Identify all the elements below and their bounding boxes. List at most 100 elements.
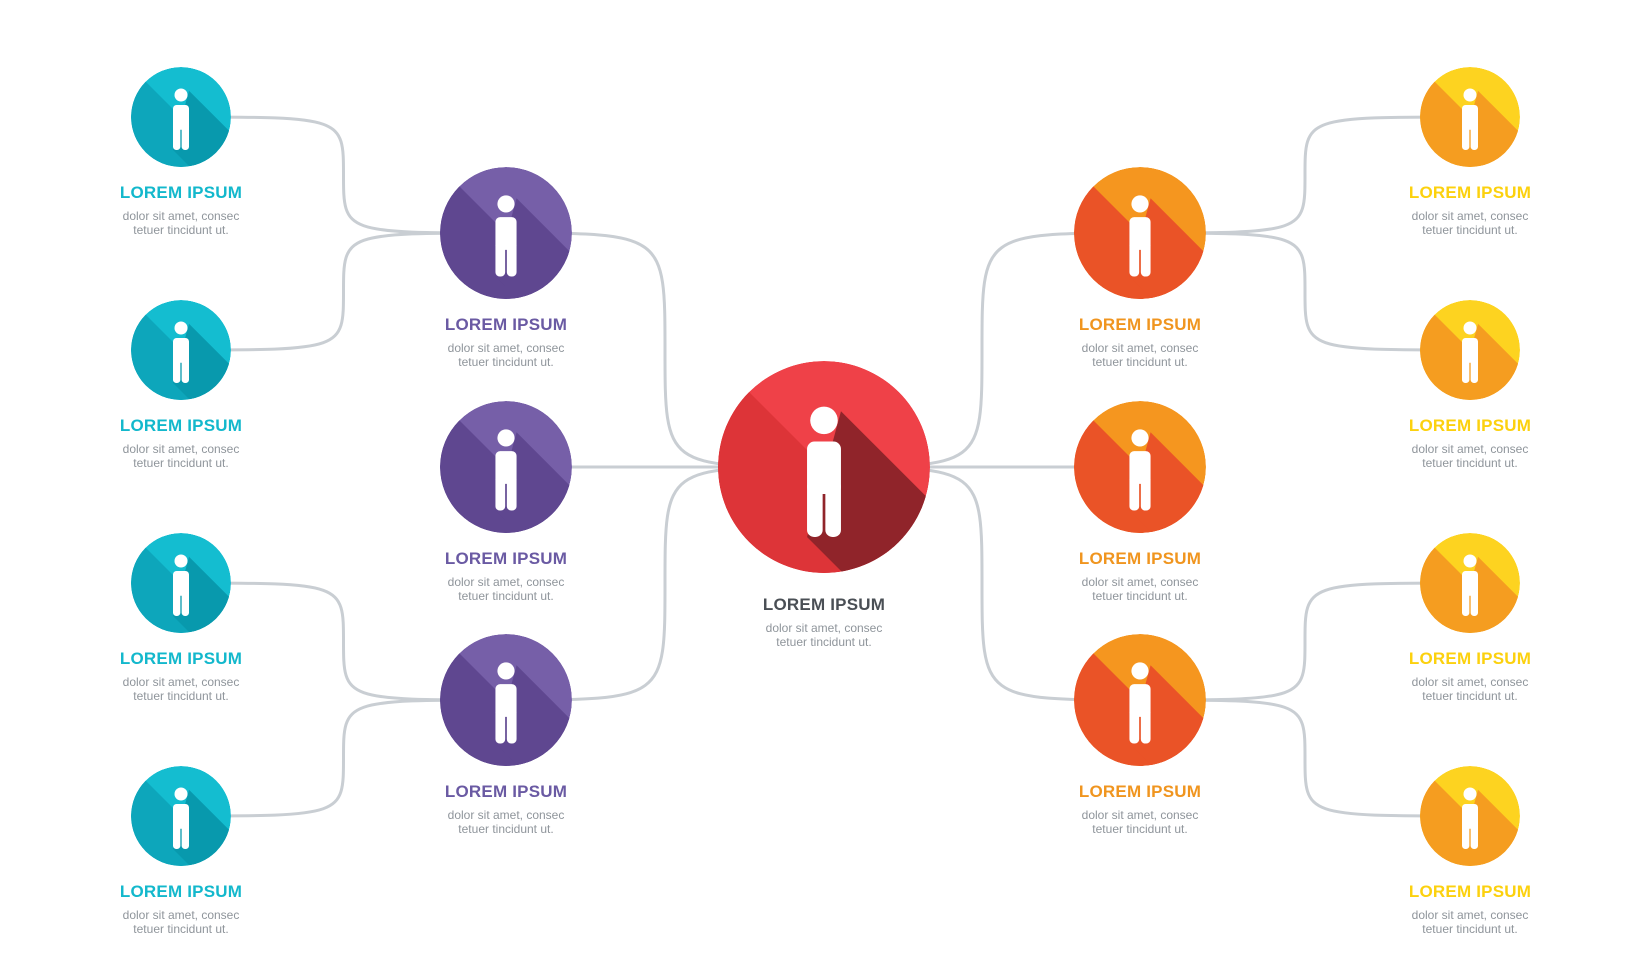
node-description-line: dolor sit amet, consec <box>122 675 240 689</box>
person-icon <box>131 766 231 866</box>
connector-purple-3-to-teal-4 <box>180 698 507 818</box>
node-title: LOREM IPSUM <box>762 595 886 614</box>
person-icon <box>1074 401 1206 533</box>
node-title: LOREM IPSUM <box>1408 882 1532 901</box>
person-icon <box>1420 533 1520 633</box>
person-icon <box>440 167 572 299</box>
node-description-line: dolor sit amet, consec <box>1411 675 1529 689</box>
node-title: LOREM IPSUM <box>119 649 243 668</box>
node-description-line: dolor sit amet, consec <box>447 341 565 355</box>
node-description-line: dolor sit amet, consec <box>122 209 240 223</box>
connector-orange-1-to-yellow-2 <box>1139 231 1471 352</box>
person-icon <box>1074 167 1206 299</box>
node-description-line: tetuer tincidunt ut. <box>458 355 554 369</box>
node-description-line: tetuer tincidunt ut. <box>1422 456 1518 470</box>
connector-purple-1-to-teal-1 <box>180 115 507 235</box>
node-description-line: tetuer tincidunt ut. <box>1092 589 1188 603</box>
connector-center-to-orange-1 <box>823 231 1141 469</box>
person-icon <box>440 401 572 533</box>
node-description-line: tetuer tincidunt ut. <box>133 922 229 936</box>
node-title: LOREM IPSUM <box>1078 549 1202 568</box>
person-icon <box>1420 67 1520 167</box>
node-title: LOREM IPSUM <box>444 549 568 568</box>
node-description-line: dolor sit amet, consec <box>122 442 240 456</box>
node-description-line: tetuer tincidunt ut. <box>458 589 554 603</box>
connector-orange-3-to-yellow-3 <box>1139 581 1471 702</box>
connector-purple-3-to-teal-3 <box>180 581 507 702</box>
connector-center-to-purple-3 <box>505 465 825 702</box>
node-description-line: tetuer tincidunt ut. <box>133 456 229 470</box>
node-description-line: tetuer tincidunt ut. <box>1422 223 1518 237</box>
node-description-line: dolor sit amet, consec <box>1411 209 1529 223</box>
node-title: LOREM IPSUM <box>444 782 568 801</box>
node-title: LOREM IPSUM <box>1408 183 1532 202</box>
node-description-line: tetuer tincidunt ut. <box>458 822 554 836</box>
node-title: LOREM IPSUM <box>1078 782 1202 801</box>
person-icon <box>131 533 231 633</box>
node-description-line: dolor sit amet, consec <box>765 621 883 635</box>
node-description-line: tetuer tincidunt ut. <box>776 635 872 649</box>
node-description-line: tetuer tincidunt ut. <box>1422 922 1518 936</box>
node-description-line: dolor sit amet, consec <box>1411 442 1529 456</box>
connector-center-to-orange-3 <box>823 465 1141 702</box>
node-description-line: tetuer tincidunt ut. <box>133 689 229 703</box>
node-description-line: tetuer tincidunt ut. <box>1092 822 1188 836</box>
person-icon <box>440 634 572 766</box>
connector-orange-3-to-yellow-4 <box>1139 698 1471 818</box>
node-title: LOREM IPSUM <box>1408 649 1532 668</box>
node-description-line: tetuer tincidunt ut. <box>1422 689 1518 703</box>
node-description-line: dolor sit amet, consec <box>1081 341 1199 355</box>
node-description-line: dolor sit amet, consec <box>1081 808 1199 822</box>
node-title: LOREM IPSUM <box>119 416 243 435</box>
node-description-line: dolor sit amet, consec <box>447 808 565 822</box>
node-title: LOREM IPSUM <box>1078 315 1202 334</box>
node-title: LOREM IPSUM <box>1408 416 1532 435</box>
node-description-line: tetuer tincidunt ut. <box>133 223 229 237</box>
connector-orange-1-to-yellow-1 <box>1139 115 1471 235</box>
node-description-line: dolor sit amet, consec <box>1411 908 1529 922</box>
node-title: LOREM IPSUM <box>119 882 243 901</box>
person-icon <box>718 361 930 573</box>
person-icon <box>1074 634 1206 766</box>
node-title: LOREM IPSUM <box>119 183 243 202</box>
person-icon <box>1420 300 1520 400</box>
node-title: LOREM IPSUM <box>444 315 568 334</box>
connector-center-to-purple-1 <box>505 231 825 469</box>
person-icon <box>131 300 231 400</box>
node-description-line: tetuer tincidunt ut. <box>1092 355 1188 369</box>
person-icon <box>1420 766 1520 866</box>
connector-purple-1-to-teal-2 <box>180 231 507 352</box>
node-description-line: dolor sit amet, consec <box>447 575 565 589</box>
node-description-line: dolor sit amet, consec <box>122 908 240 922</box>
person-icon <box>131 67 231 167</box>
